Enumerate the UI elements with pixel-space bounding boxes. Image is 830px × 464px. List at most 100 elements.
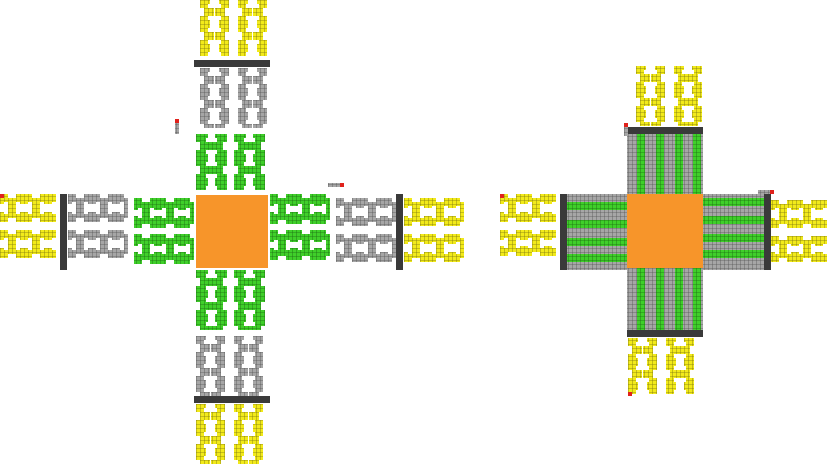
north-yellow-lane-cell bbox=[257, 0, 267, 4]
south-yellow-lane-cell bbox=[647, 358, 657, 362]
east-gray-lane-cell bbox=[372, 238, 376, 248]
west-gray-lane-cell bbox=[120, 250, 124, 258]
east-gray-lane-cell bbox=[360, 252, 364, 262]
west-yellow-lane-cell bbox=[512, 234, 516, 244]
south-gray-lane-cell bbox=[217, 388, 225, 392]
south-yellow-lane-cell bbox=[196, 424, 206, 428]
east-yellow-lane-cell bbox=[444, 254, 448, 262]
north-yellow-lane-cell bbox=[651, 74, 661, 78]
north-gray-lane-cell bbox=[238, 72, 246, 76]
east-green-lane-cell bbox=[270, 212, 274, 224]
north-gray-lane-cell bbox=[242, 76, 252, 80]
south-yellow-lane-cell bbox=[196, 452, 206, 456]
north-yellow-lane-cell bbox=[636, 82, 644, 86]
east-yellow-lane-cell bbox=[404, 252, 408, 262]
north-yellow-lane-cell bbox=[694, 106, 702, 110]
north-yellow-lane-cell bbox=[221, 40, 229, 44]
north-yellow-lane-cell bbox=[215, 32, 225, 36]
west-yellow-lane-cell bbox=[12, 208, 16, 218]
south-gray-lane-cell bbox=[238, 372, 248, 376]
east-yellow-lane-cell bbox=[444, 198, 448, 206]
west-green-lane-cell bbox=[174, 254, 178, 264]
west-gray-lane-cell bbox=[88, 194, 92, 204]
north-green-lane-cell bbox=[196, 158, 208, 162]
north-gray-lane-cell bbox=[221, 72, 229, 76]
south-yellow-lane-cell bbox=[643, 346, 653, 350]
north-yellow-lane-cell bbox=[636, 118, 644, 122]
west-green-lane-cell bbox=[134, 198, 138, 210]
west-green-lane-cell bbox=[146, 238, 150, 250]
north-green-lane-cell bbox=[215, 154, 227, 158]
north-yellow-lane-cell bbox=[657, 94, 665, 98]
north-yellow-lane-cell bbox=[204, 8, 214, 12]
west-yellow-lane-cell bbox=[4, 250, 8, 258]
east-yellow-lane-cell bbox=[795, 200, 799, 210]
west-yellow-lane-cell bbox=[40, 250, 44, 258]
south-green-lane-cell bbox=[217, 274, 227, 278]
west-green-lane-cell bbox=[186, 234, 190, 244]
east-green-lane-cell bbox=[286, 230, 290, 240]
west-yellow-lane-cell bbox=[52, 194, 56, 202]
north-yellow-lane-cell bbox=[215, 8, 225, 12]
west-yellow-lane-cell bbox=[532, 198, 536, 208]
marker-gray-stub-east bbox=[328, 183, 340, 187]
west-gray-lane-cell bbox=[96, 230, 100, 238]
south-yellow-lane-cell bbox=[215, 448, 225, 452]
west-green-lane-cell bbox=[178, 216, 182, 228]
south-green-lane-cell bbox=[249, 326, 261, 330]
west-yellow-lane-cell bbox=[528, 248, 532, 256]
south-yellow-lane-cell bbox=[649, 354, 657, 358]
south-yellow-lane-cell bbox=[628, 362, 638, 366]
west-yellow-lane-cell bbox=[32, 198, 36, 208]
south-green-lane-cell bbox=[234, 310, 244, 314]
north-green-lane-cell bbox=[234, 150, 244, 154]
south-yellow-lane-cell bbox=[253, 428, 263, 432]
east-yellow-lane-cell bbox=[779, 248, 783, 258]
north-gray-lane-cell bbox=[200, 92, 210, 96]
east-green-lane-cell bbox=[302, 198, 306, 210]
south-green-lane bbox=[249, 270, 265, 330]
south-green-lane-cell bbox=[234, 270, 246, 274]
east-yellow-lane-cell bbox=[811, 220, 815, 228]
east-yellow-lane-cell bbox=[823, 220, 827, 228]
west-green-lane-cell bbox=[150, 218, 154, 228]
marker-red-dot-east bbox=[770, 190, 774, 194]
south-gray-lane-cell bbox=[215, 380, 225, 384]
east-gray-lane-cell bbox=[384, 216, 388, 226]
south-yellow-lane-cell bbox=[211, 440, 221, 444]
west-gray-lane-cell bbox=[68, 230, 72, 240]
north-gray-lane-cell bbox=[238, 116, 248, 120]
east-yellow-lane-cell bbox=[408, 234, 412, 242]
marker-red-dot bbox=[624, 123, 628, 127]
south-yellow-lane-cell bbox=[670, 370, 680, 374]
north-yellow-lane-cell bbox=[651, 102, 661, 106]
south-yellow-lane-cell bbox=[234, 424, 244, 428]
south-yellow-lane-cell bbox=[215, 428, 225, 432]
north-green-lane-cell bbox=[196, 186, 206, 190]
east-yellow-lane bbox=[771, 248, 827, 262]
south-yellow-lane-cell bbox=[255, 456, 263, 460]
north-yellow-lane-cell bbox=[640, 74, 650, 78]
north-gray-lane-cell bbox=[242, 104, 252, 108]
west-gray-lane-cell bbox=[104, 244, 108, 254]
north-yellow-lane-cell bbox=[694, 82, 702, 86]
south-gray-lane-cell bbox=[234, 340, 242, 344]
east-green-lane-cell bbox=[302, 208, 306, 220]
north-yellow-lane-cell bbox=[657, 82, 665, 86]
west-yellow-lane-cell bbox=[516, 194, 520, 202]
south-yellow-lane-cell bbox=[211, 436, 221, 440]
west-green-lane-cell bbox=[146, 248, 150, 260]
marker-red-dot-west bbox=[0, 194, 4, 198]
south-green-lane bbox=[211, 270, 227, 330]
west-green-lane-cell bbox=[134, 252, 138, 264]
north-yellow-lane-cell bbox=[259, 52, 267, 56]
west-yellow-lane-cell bbox=[548, 230, 552, 240]
south-yellow-lane-cell bbox=[196, 408, 204, 412]
east-green-lane-cell bbox=[290, 194, 294, 206]
north-yellow-lane-cell bbox=[674, 82, 682, 86]
east-green-lane-cell bbox=[294, 248, 298, 260]
west-gray-lane-cell bbox=[88, 230, 92, 240]
north-gray-lane-cell bbox=[242, 80, 252, 84]
east-gray-lane-cell bbox=[384, 198, 388, 208]
south-gray-lane-cell bbox=[238, 392, 248, 396]
